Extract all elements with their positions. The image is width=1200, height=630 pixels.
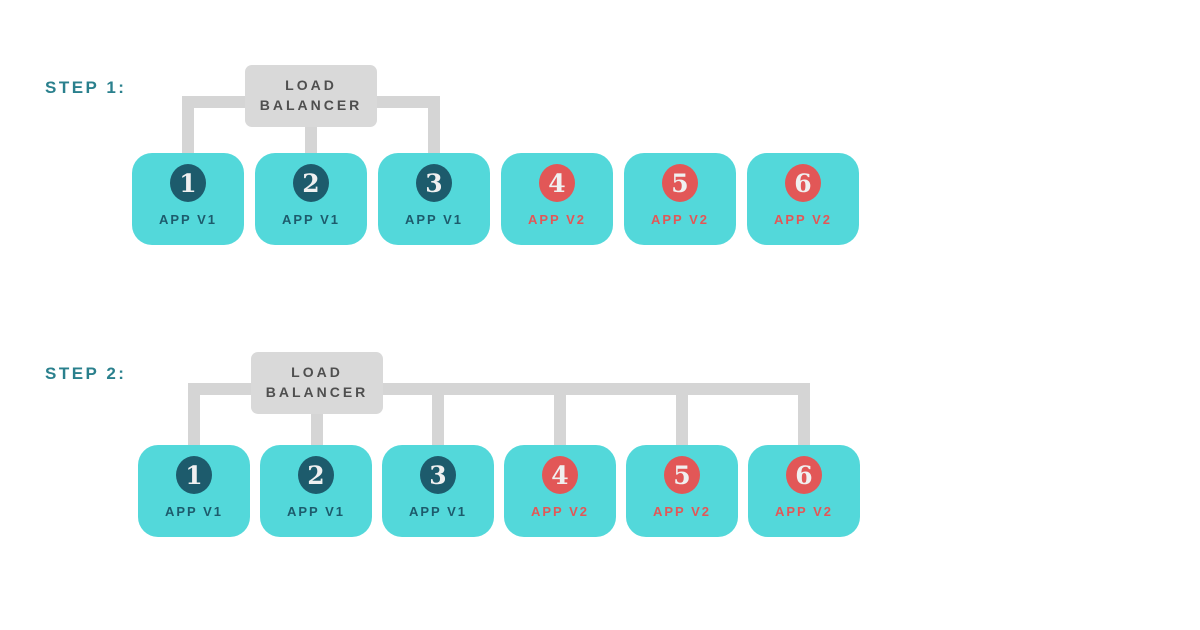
node-number-badge: 2: [298, 456, 334, 494]
step2-app-node-2: 2 APP V1: [260, 445, 372, 537]
node-number-badge: 3: [416, 164, 452, 202]
step1-connector-lb-to-node3-vertical: [428, 96, 440, 153]
node-label: APP V1: [286, 504, 345, 519]
node-label: APP V1: [281, 212, 340, 227]
step2-label: STEP 2:: [45, 364, 127, 383]
step1-connector-lb-to-node1-horizontal: [182, 96, 245, 108]
node-number-badge: 4: [542, 456, 578, 494]
step2-app-node-3: 3 APP V1: [382, 445, 494, 537]
node-number-badge: 5: [662, 164, 698, 202]
node-label: APP V2: [530, 504, 589, 519]
step1-app-node-6: 6 APP V2: [747, 153, 859, 245]
node-label: APP V2: [650, 212, 709, 227]
node-label: APP V1: [164, 504, 223, 519]
node-number-badge: 3: [420, 456, 456, 494]
step2-app-node-4: 4 APP V2: [504, 445, 616, 537]
step2-load-balancer: LOAD BALANCER: [251, 352, 383, 414]
node-label: APP V2: [527, 212, 586, 227]
step1-connector-lb-to-node2-vertical: [305, 127, 317, 153]
step1-label: STEP 1:: [45, 78, 127, 97]
step1-connector-lb-to-node3-horizontal: [377, 96, 440, 108]
step2-app-node-5: 5 APP V2: [626, 445, 738, 537]
step2-connector-lb-to-node1-vertical: [188, 383, 200, 445]
step1-app-node-4: 4 APP V2: [501, 153, 613, 245]
node-label: APP V2: [773, 212, 832, 227]
node-label: APP V2: [774, 504, 833, 519]
step2-connector-lb-to-node5-vertical: [676, 383, 688, 445]
node-number-badge: 1: [170, 164, 206, 202]
node-label: APP V2: [652, 504, 711, 519]
step1-app-node-5: 5 APP V2: [624, 153, 736, 245]
node-number-badge: 6: [785, 164, 821, 202]
step2-app-node-6: 6 APP V2: [748, 445, 860, 537]
node-number-badge: 1: [176, 456, 212, 494]
step1-connector-lb-to-node1-vertical: [182, 96, 194, 153]
step1-app-node-2: 2 APP V1: [255, 153, 367, 245]
step2-app-node-1: 1 APP V1: [138, 445, 250, 537]
step2-connector-lb-to-node1-horizontal: [188, 383, 251, 395]
node-label: APP V1: [158, 212, 217, 227]
node-label: APP V1: [408, 504, 467, 519]
node-label: APP V1: [404, 212, 463, 227]
step2-connector-lb-to-node4-vertical: [554, 383, 566, 445]
step2-connector-lb-bus-horizontal: [383, 383, 810, 395]
node-number-badge: 5: [664, 456, 700, 494]
step2-connector-lb-to-node6-vertical: [798, 383, 810, 445]
step2-connector-lb-to-node2-vertical: [311, 414, 323, 445]
node-number-badge: 6: [786, 456, 822, 494]
node-number-badge: 2: [293, 164, 329, 202]
step2-connector-lb-to-node3-vertical: [432, 383, 444, 445]
step1-app-node-1: 1 APP V1: [132, 153, 244, 245]
step1-load-balancer: LOAD BALANCER: [245, 65, 377, 127]
step1-app-node-3: 3 APP V1: [378, 153, 490, 245]
node-number-badge: 4: [539, 164, 575, 202]
